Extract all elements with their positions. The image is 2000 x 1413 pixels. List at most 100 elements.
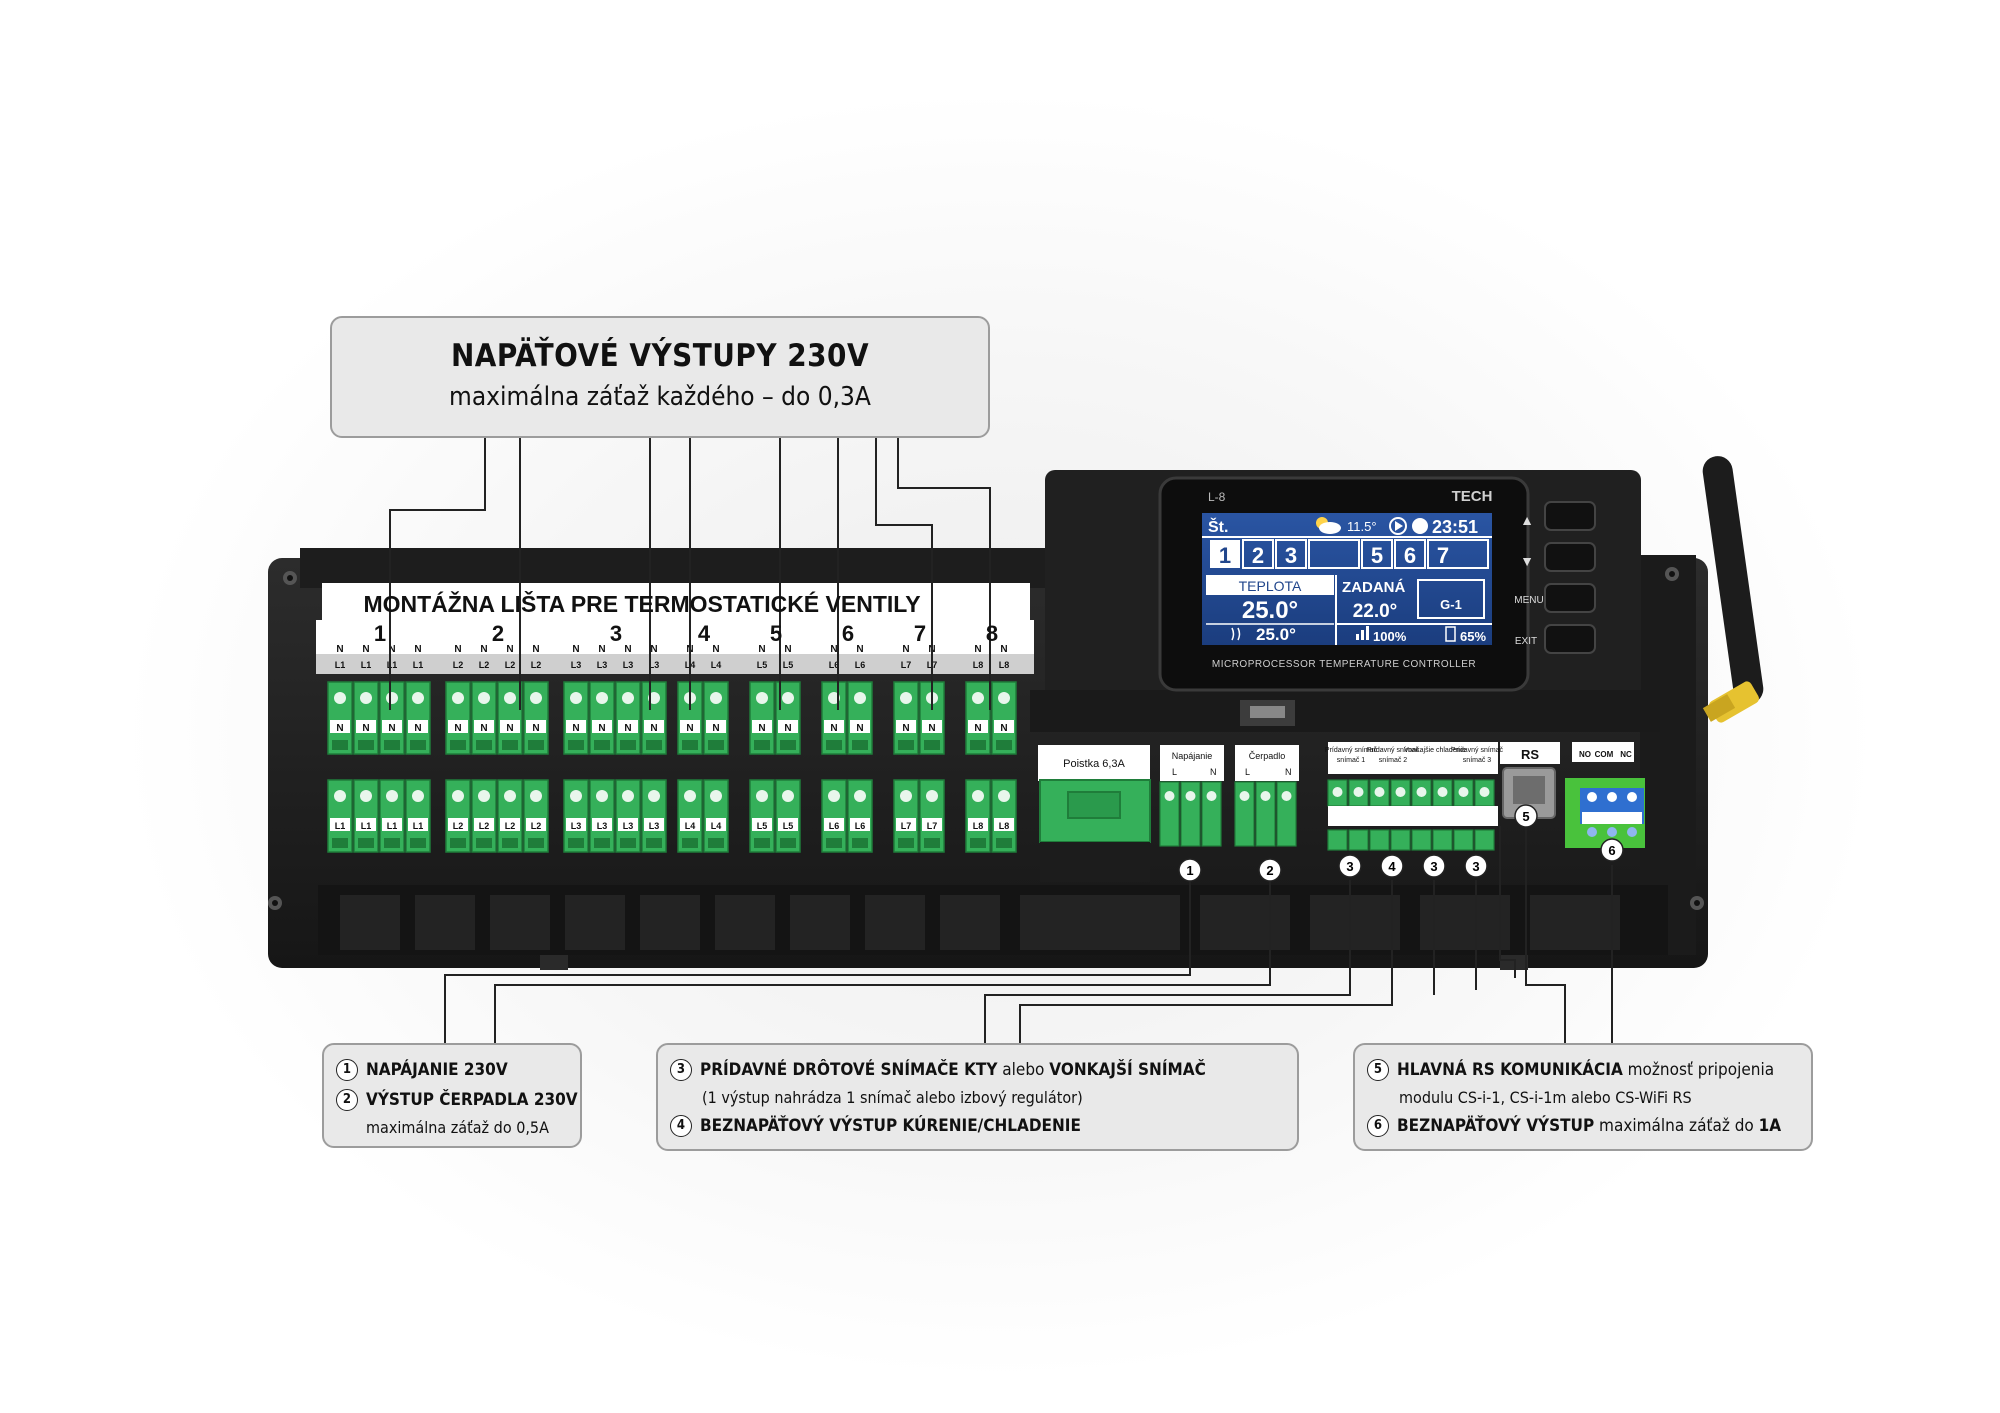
n-tag (850, 720, 870, 733)
l-terminal-label: L6 (829, 821, 840, 831)
screw-icon (504, 790, 516, 802)
n-tag (408, 720, 428, 733)
n-slot (358, 740, 374, 750)
l-slot (410, 838, 426, 848)
l-terminal-label: L2 (453, 821, 464, 831)
n-tag (778, 720, 798, 733)
n-slot (646, 740, 662, 750)
lcd-zone-7: 7 (1437, 543, 1449, 568)
io-terminal-lower (1411, 829, 1432, 851)
n-tag (994, 720, 1014, 733)
callout-num-5: 5 (1367, 1059, 1389, 1081)
l-slot (898, 838, 914, 848)
marker-2: 2 (1266, 863, 1273, 878)
screw-icon (782, 790, 794, 802)
n-tag (356, 720, 376, 733)
l-slot (502, 838, 518, 848)
l-tag (680, 818, 700, 831)
io-terminal (1276, 781, 1297, 847)
l-tag (778, 818, 798, 831)
n-terminal-label: N (336, 723, 343, 734)
n-terminal-label: N (650, 723, 657, 734)
supply-l: L (1172, 767, 1177, 777)
screw-icon (1260, 791, 1271, 801)
exit-label: EXIT (1515, 636, 1537, 647)
strip-n-label: N (414, 644, 421, 655)
l-slot (568, 838, 584, 848)
l-terminal-label: L8 (999, 821, 1010, 831)
l-tag (968, 818, 988, 831)
down-arrow-icon: ▼ (1520, 553, 1534, 569)
screw-icon (854, 790, 866, 802)
lcd-day: Št. (1208, 517, 1228, 536)
n-tag (330, 720, 350, 733)
l-tag (382, 818, 402, 831)
strip-n-label: N (506, 644, 513, 655)
n-tag (922, 720, 942, 733)
screw-icon (756, 790, 768, 802)
screw-icon (998, 790, 1010, 802)
n-slot (970, 740, 986, 750)
l-terminal-label: L3 (623, 821, 634, 831)
callout-num-2: 2 (336, 1089, 358, 1111)
strip-n-label: N (480, 644, 487, 655)
io-terminal (1159, 781, 1180, 847)
l-slot (594, 838, 610, 848)
io-terminal (1201, 781, 1222, 847)
n-tag (968, 720, 988, 733)
screw-icon (1437, 787, 1448, 797)
menu-label: MENU (1514, 595, 1543, 606)
l-slot (826, 838, 842, 848)
l-tag (752, 818, 772, 831)
n-terminal-label: N (902, 723, 909, 734)
screw-icon (782, 692, 794, 704)
pump-title: VÝSTUP ČERPADLA 230V (366, 1090, 578, 1110)
n-terminal-label: N (856, 723, 863, 734)
n-slot (708, 740, 724, 750)
screw-icon (360, 692, 372, 704)
screw-icon (412, 790, 424, 802)
n-terminal-label: N (454, 723, 461, 734)
screw-icon (386, 790, 398, 802)
strip-n-label: N (336, 644, 343, 655)
lcd-zone-6: 6 (1404, 543, 1416, 568)
strip-n-label: N (532, 644, 539, 655)
l-tag (896, 818, 916, 831)
n-terminal-label: N (1000, 723, 1007, 734)
l-terminal-label: L4 (685, 821, 696, 831)
n-slot (410, 740, 426, 750)
n-terminal-label: N (758, 723, 765, 734)
strip-l-label: L3 (649, 660, 660, 670)
screw-icon (478, 692, 490, 704)
heat-cool-title: BEZNAPÄŤOVÝ VÝSTUP KÚRENIE/CHLADENIE (700, 1116, 1081, 1136)
n-tag (474, 720, 494, 733)
strip-l-label: L7 (901, 660, 912, 670)
l-terminal-label: L5 (783, 821, 794, 831)
callout-num-6: 6 (1367, 1115, 1389, 1137)
strip-n-label: N (784, 644, 791, 655)
nc-label: NC (1620, 750, 1632, 759)
zone-number-1: 1 (374, 621, 386, 646)
n-terminal-label: N (928, 723, 935, 734)
l-terminal-label: L1 (335, 821, 346, 831)
leader-lines (389, 436, 1613, 1045)
marker-5: 5 (1522, 809, 1529, 824)
screw-icon (1164, 791, 1175, 801)
n-slot (924, 740, 940, 750)
io-terminal-lower (1474, 829, 1495, 851)
supply-label: Napájanie (1172, 751, 1213, 761)
lcd-outdoor-temp: 11.5° (1347, 519, 1377, 534)
n-tag (706, 720, 726, 733)
screw-icon (622, 692, 634, 704)
screw-icon (596, 692, 608, 704)
lcd-zone-5: 5 (1371, 543, 1383, 568)
n-terminal-label: N (686, 723, 693, 734)
zone-number-8: 8 (986, 621, 998, 646)
screw-icon (1239, 791, 1250, 801)
l-terminal-label: L1 (387, 821, 398, 831)
n-terminal-label: N (784, 723, 791, 734)
n-slot (594, 740, 610, 750)
